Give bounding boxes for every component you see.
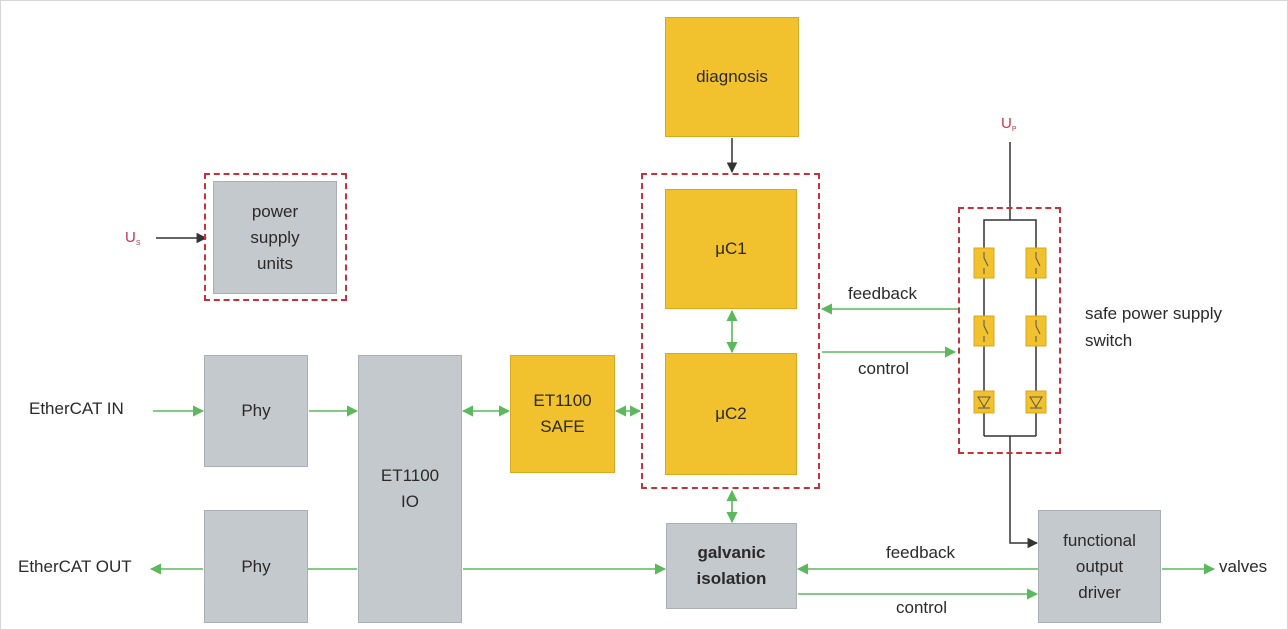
switch-elements: [973, 247, 1047, 414]
power-supply-safety-boundary: [204, 173, 347, 301]
functional-output-driver-block: functional output driver: [1038, 510, 1161, 623]
switch-bus: [983, 219, 1037, 240]
power-supply-units-block: power supply units: [213, 181, 337, 294]
diagnosis-block: diagnosis: [665, 17, 799, 137]
et1100-safe-block: ET1100 SAFE: [510, 355, 615, 473]
phy-out-block: Phy: [204, 510, 308, 623]
safe-switch-label: safe power supply switch: [1085, 304, 1223, 350]
phy-in-block: Phy: [204, 355, 308, 467]
microcontroller-safety-boundary: [641, 173, 820, 489]
feedback-bottom-label: feedback: [886, 543, 955, 562]
us-label: US: [125, 229, 141, 247]
control-bottom-label: control: [896, 598, 948, 617]
uc1-block: μC1: [665, 189, 797, 309]
galvanic-isolation-block: galvanic isolation: [666, 523, 797, 609]
control-top-label: control: [858, 359, 910, 378]
safe-switch-safety-boundary: [958, 207, 1061, 454]
feedback-top-label: feedback: [848, 284, 917, 303]
uc2-block: μC2: [665, 353, 797, 475]
ethercat-in-label: EtherCAT IN: [29, 399, 124, 418]
et1100-io-block: ET1100 IO: [358, 355, 462, 623]
up-label: UP: [1001, 115, 1017, 133]
ethercat-out-label: EtherCAT OUT: [18, 557, 132, 576]
valves-label: valves: [1219, 557, 1268, 576]
switch-to-driver-arrow: [1009, 436, 1039, 549]
